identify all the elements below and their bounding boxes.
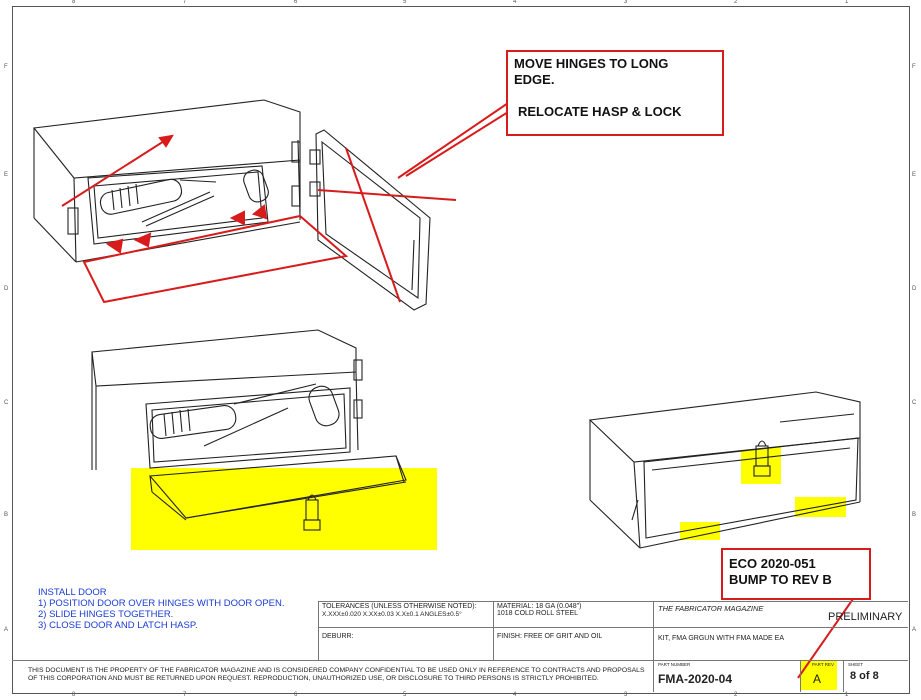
red-markups (61, 83, 863, 679)
zone-bottom-1: 1 (845, 692, 849, 698)
drawing-border (12, 6, 910, 694)
zone-bottom-4: 4 (513, 692, 517, 698)
material-label: MATERIAL: 18 GA (0.048") (497, 603, 582, 610)
zone-left-e: E (4, 172, 9, 178)
material-value: 1018 COLD ROLL STEEL (497, 610, 579, 617)
sheet-number: 8 of 8 (850, 670, 879, 682)
view-closed-box (588, 391, 861, 549)
sheet-label: SHEET (848, 662, 864, 667)
grease-gun-view1 (99, 169, 269, 227)
zone-top-1: 1 (845, 0, 849, 5)
install-step-1: 1) POSITION DOOR OVER HINGES WITH DOOR O… (38, 598, 285, 609)
part-rev: A (813, 672, 822, 686)
part-description: KIT, FMA GRGUN WITH FMA MADE EA (658, 635, 785, 642)
callout-hinge-line3: RELOCATE HASP & LOCK (518, 104, 682, 119)
tolerances-label: TOLERANCES (UNLESS OTHERWISE NOTED): (322, 603, 477, 610)
highlight-hinge-right (795, 497, 846, 517)
install-notes: INSTALL DOOR 1) POSITION DOOR OVER HINGE… (38, 587, 285, 631)
zone-top-7: 7 (183, 0, 187, 5)
zone-bottom-2: 2 (734, 692, 738, 698)
callout-eco-line2: BUMP TO REV B (729, 572, 832, 587)
zone-right-d: D (912, 286, 917, 292)
zone-top-8: 8 (72, 0, 76, 5)
confidential-notice: THIS DOCUMENT IS THE PROPERTY OF THE FAB… (28, 667, 645, 682)
finish-label: FINISH: FREE OF GRIT AND OIL (497, 633, 603, 640)
install-notes-title: INSTALL DOOR (38, 587, 107, 598)
callout-hinge-line2: EDGE. (514, 72, 555, 87)
zone-bottom-3: 3 (624, 692, 628, 698)
zone-left-c: C (4, 400, 9, 406)
tolerances-value: X.XXX±0.020 X.XX±0.03 X.X±0.1 ANGLES±0.5… (322, 611, 462, 618)
zone-right-f: F (912, 64, 916, 70)
install-step-2: 2) SLIDE HINGES TOGETHER. (38, 609, 174, 620)
deburr-label: DEBURR: (322, 633, 354, 640)
zone-top-6: 6 (294, 0, 298, 5)
callout-hinge-line1: MOVE HINGES TO LONG (514, 56, 669, 71)
zone-left-a: A (4, 627, 9, 633)
highlight-open-door (131, 468, 437, 550)
zone-right-a: A (912, 627, 917, 633)
part-number-label: PART NUMBER (658, 662, 691, 667)
callout-hinge-instructions: MOVE HINGES TO LONG EDGE. RELOCATE HASP … (506, 50, 724, 136)
view-original-box (32, 99, 301, 263)
part-number: FMA-2020-04 (658, 672, 733, 686)
zone-top-2: 2 (734, 0, 738, 5)
hasp-lock-view2 (303, 494, 321, 531)
part-rev-label: PART REV (812, 662, 835, 667)
zone-left-b: B (4, 512, 9, 518)
zone-top-5: 5 (403, 0, 407, 5)
view-open-door-box (91, 329, 407, 531)
install-step-3: 3) CLOSE DOOR AND LATCH HASP. (38, 620, 198, 631)
callout-eco: ECO 2020-051 BUMP TO REV B (721, 548, 871, 600)
zone-bottom-5: 5 (403, 692, 407, 698)
zone-top-3: 3 (624, 0, 628, 5)
zone-bottom-7: 7 (183, 692, 187, 698)
hasp-lock-view3 (753, 440, 771, 477)
company-name: THE FABRICATOR MAGAZINE (658, 604, 764, 613)
zone-right-e: E (912, 172, 917, 178)
zone-bottom-6: 6 (294, 692, 298, 698)
status-preliminary: PRELIMINARY (828, 611, 903, 623)
view-original-door (309, 129, 431, 311)
zone-right-b: B (912, 512, 917, 518)
zone-bottom-8: 8 (72, 692, 76, 698)
zone-right-c: C (912, 400, 917, 406)
zone-top-4: 4 (513, 0, 517, 5)
zone-left-f: F (4, 64, 8, 70)
zone-left-d: D (4, 286, 9, 292)
callout-eco-line1: ECO 2020-051 (729, 556, 816, 571)
grease-gun-view2 (149, 383, 340, 447)
